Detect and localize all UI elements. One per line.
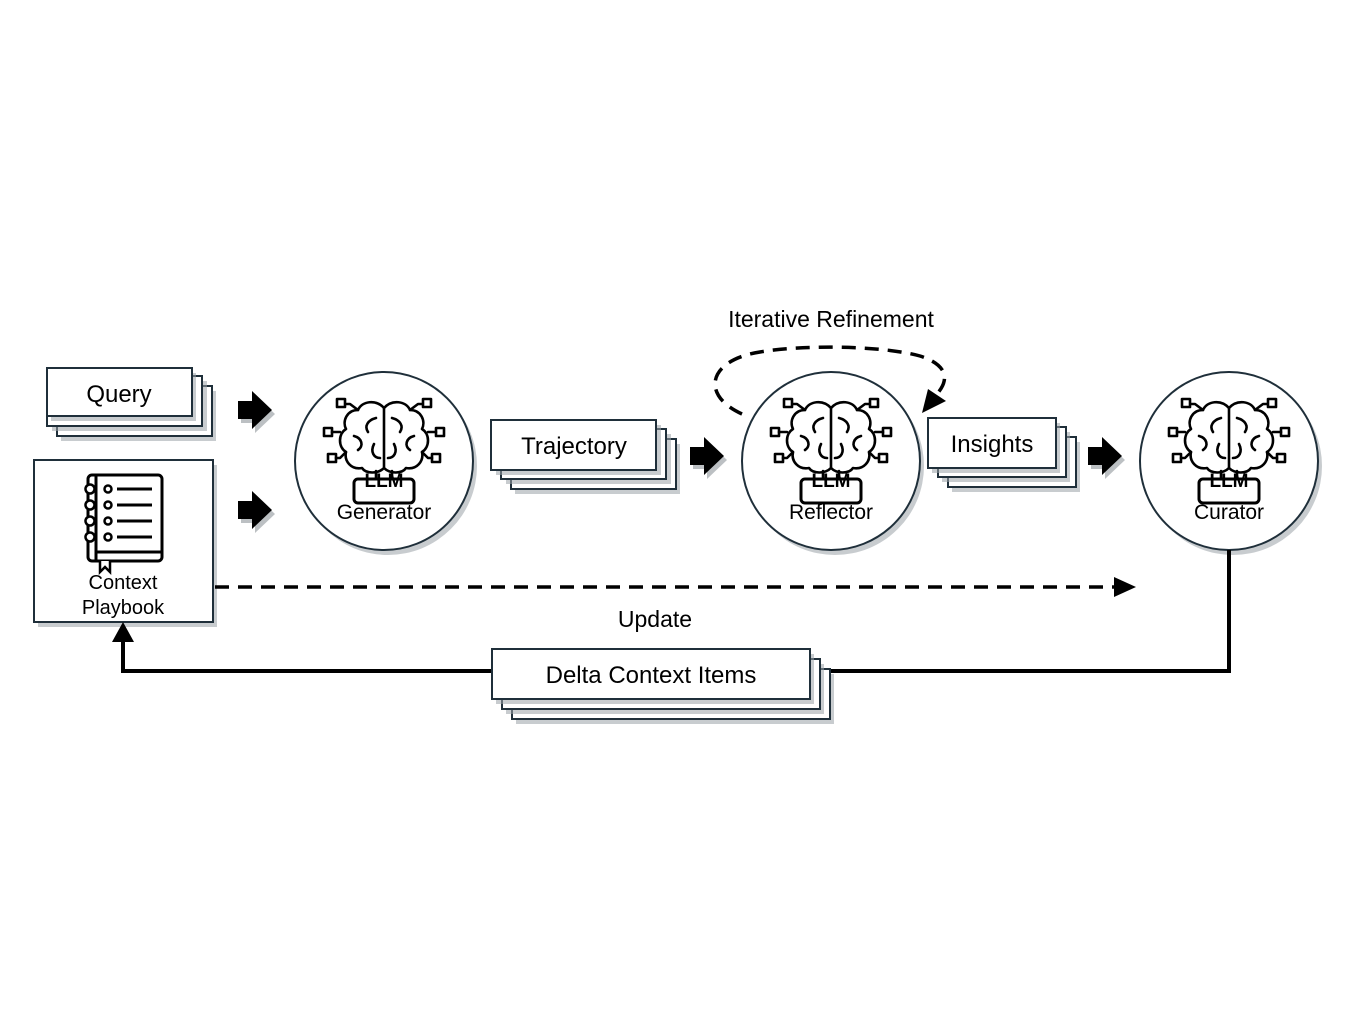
- reflector-node: LLM Reflector: [741, 371, 924, 555]
- trajectory-label: Trajectory: [521, 433, 627, 460]
- playbook-feedback-arrowhead: [112, 622, 134, 642]
- generator-llm-badge: LLM: [364, 471, 403, 492]
- curator-label: Curator: [1194, 501, 1264, 524]
- notebook-icon: [84, 473, 164, 576]
- delta-context-items-label: Delta Context Items: [546, 662, 757, 689]
- reflector-label: Reflector: [789, 501, 873, 524]
- context-playbook-label-line1: Context: [89, 572, 158, 594]
- query-node: Query: [46, 367, 216, 441]
- trajectory-to-reflector-arrow: [690, 437, 727, 479]
- query-label: Query: [86, 381, 151, 408]
- trajectory-node: Trajectory: [490, 419, 680, 494]
- query-to-generator-arrow: [238, 391, 275, 433]
- update-arrowhead: [1114, 577, 1136, 597]
- iterative-refinement-loop: [713, 345, 947, 416]
- insights-to-curator-arrow: [1088, 437, 1125, 479]
- iterative-refinement-label: Iterative Refinement: [728, 306, 934, 332]
- update-label: Update: [618, 606, 692, 632]
- curator-llm-badge: LLM: [1209, 471, 1248, 492]
- playbook-to-generator-arrow: [238, 491, 275, 533]
- context-playbook-node: Context Playbook: [33, 459, 217, 627]
- generator-label: Generator: [337, 501, 432, 524]
- curator-node: LLM Curator: [1139, 371, 1322, 555]
- reflector-llm-badge: LLM: [811, 471, 850, 492]
- context-playbook-label-line2: Playbook: [82, 597, 165, 619]
- insights-node: Insights: [927, 417, 1080, 492]
- insights-label: Insights: [951, 431, 1034, 458]
- delta-context-items-node: Delta Context Items: [491, 648, 834, 724]
- iterative-refinement-arrowhead: [922, 389, 946, 413]
- generator-node: LLM Generator: [294, 371, 477, 555]
